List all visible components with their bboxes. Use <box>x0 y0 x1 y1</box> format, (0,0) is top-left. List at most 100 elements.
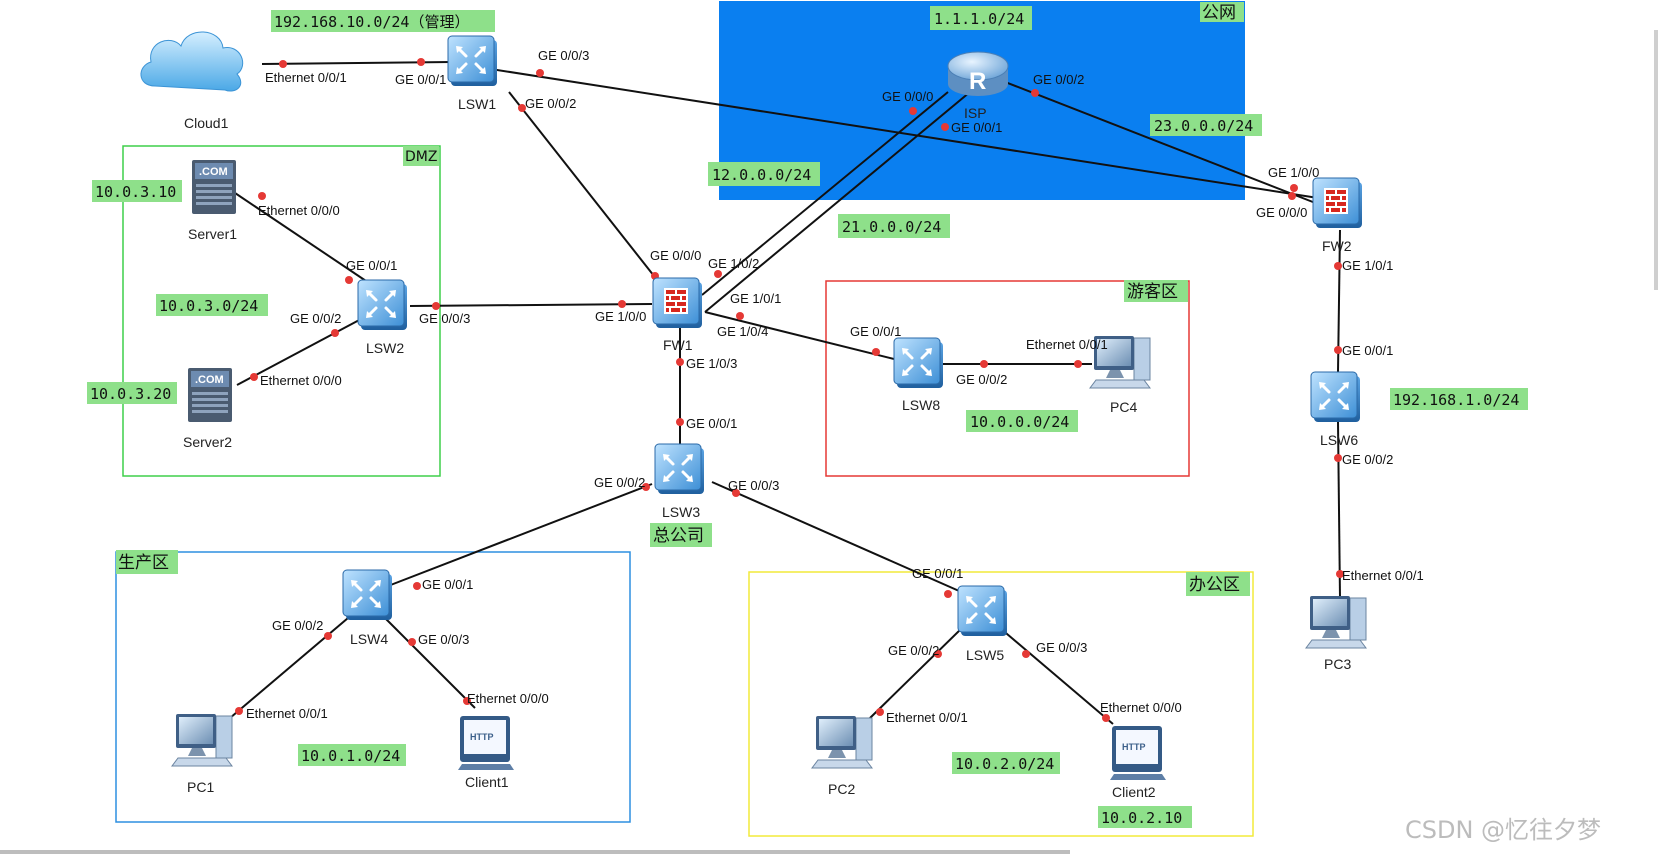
port-label: GE 0/0/1 <box>395 72 446 87</box>
office-zone-border <box>748 571 1254 837</box>
dmz-zone-border <box>122 145 441 477</box>
lsw1-switch-icon[interactable] <box>446 34 499 88</box>
cloud1-label: Cloud1 <box>184 115 229 131</box>
pc1-icon[interactable] <box>171 713 233 767</box>
isp-loopback-label: 1.1.1.0/24 <box>934 10 1024 28</box>
port-dots <box>235 58 1344 722</box>
port-label: GE 0/0/1 <box>1342 343 1393 358</box>
link-lsw5-pc2 <box>869 627 963 719</box>
lsw3-label: LSW3 <box>662 504 700 520</box>
port-label: GE 0/0/1 <box>422 577 473 592</box>
router-letter: R <box>969 68 986 95</box>
link-lsw3-lsw4 <box>387 483 653 587</box>
port-label: GE 0/0/1 <box>912 566 963 581</box>
isp-zone-label: 公网 <box>1202 3 1236 23</box>
lsw6-label: LSW6 <box>1320 432 1358 448</box>
link-isp-fw2 <box>999 79 1319 205</box>
port-label: GE 1/0/0 <box>595 309 646 324</box>
client1-icon[interactable]: HTTP <box>458 716 514 770</box>
lsw8-label: LSW8 <box>902 397 940 413</box>
port-label: GE 1/0/2 <box>708 256 759 271</box>
port-label: GE 0/0/0 <box>882 89 933 104</box>
server1-icon[interactable]: .COM <box>192 160 236 214</box>
port-label: GE 0/0/1 <box>346 258 397 273</box>
fw1-label: FW1 <box>663 337 693 353</box>
lsw3-switch-icon[interactable] <box>653 442 706 496</box>
office-subnet-label: 10.0.2.0/24 <box>955 755 1054 773</box>
port-label: GE 0/0/2 <box>888 643 939 658</box>
port-label: Ethernet 0/0/0 <box>467 691 549 706</box>
hq-label: 总公司 <box>653 526 704 546</box>
production-zone-border <box>115 551 631 823</box>
fw2-isp-subnet-label: 23.0.0.0/24 <box>1154 117 1253 135</box>
lsw4-switch-icon[interactable] <box>341 568 394 622</box>
link-lsw4-client1 <box>384 617 476 709</box>
lsw8-switch-icon[interactable] <box>892 336 945 390</box>
vertical-scrollbar[interactable] <box>1654 30 1658 290</box>
fw2-label: FW2 <box>1322 238 1352 254</box>
port-label: GE 0/0/3 <box>418 632 469 647</box>
client2-ip-label: 10.0.2.10 <box>1101 809 1182 827</box>
production-zone-label: 生产区 <box>118 553 169 573</box>
port-label: GE 0/0/3 <box>419 311 470 326</box>
port-label: GE 0/0/2 <box>290 311 341 326</box>
port-label: GE 0/0/2 <box>956 372 1007 387</box>
mgmt-subnet-label: 192.168.10.0/24（管理） <box>274 13 469 31</box>
port-label: GE 0/0/1 <box>686 416 737 431</box>
port-label: GE 0/0/1 <box>850 324 901 339</box>
pc2-label: PC2 <box>828 781 855 797</box>
lsw2-switch-icon[interactable] <box>356 278 409 332</box>
isp-label: ISP <box>964 105 987 121</box>
server2-icon-text: .COM <box>195 374 224 386</box>
server1-label: Server1 <box>188 226 237 242</box>
port-label: GE 0/0/0 <box>650 248 701 263</box>
server2-icon[interactable]: .COM <box>188 368 232 422</box>
link-lsw5-client2 <box>999 627 1114 725</box>
port-label: Ethernet 0/0/1 <box>246 706 328 721</box>
port-label: Ethernet 0/0/1 <box>1026 337 1108 352</box>
link-lsw3-lsw5 <box>711 481 976 599</box>
pc2-icon[interactable] <box>811 715 873 769</box>
port-label: Ethernet 0/0/0 <box>1100 700 1182 715</box>
client2-icon-text: HTTP <box>1122 742 1146 752</box>
lsw6-switch-icon[interactable] <box>1309 370 1362 424</box>
subnet-labels: 192.168.10.0/24（管理） 1.1.1.0/24 公网 23.0.0… <box>87 2 1528 828</box>
csdn-watermark: CSDN @忆往夕梦 <box>1405 816 1601 844</box>
port-label: GE 0/0/2 <box>525 96 576 111</box>
port-label: GE 0/0/2 <box>1342 452 1393 467</box>
dmz-subnet-label: 10.0.3.0/24 <box>159 297 258 315</box>
isp-router-icon[interactable]: R <box>947 51 1009 96</box>
link-fw1-lsw8 <box>704 311 899 361</box>
client1-label: Client1 <box>465 774 509 790</box>
horizontal-scrollbar[interactable] <box>0 850 1070 854</box>
lsw1-label: LSW1 <box>458 96 496 112</box>
fw1-isp-subnet-b-label: 21.0.0.0/24 <box>842 218 941 236</box>
port-label: GE 1/0/1 <box>1342 258 1393 273</box>
fw2-firewall-icon[interactable] <box>1312 177 1363 229</box>
port-label: GE 0/0/0 <box>1256 205 1307 220</box>
link-isp-fw1-b <box>704 91 971 313</box>
lsw2-label: LSW2 <box>366 340 404 356</box>
client2-label: Client2 <box>1112 784 1156 800</box>
port-label: GE 0/0/3 <box>728 478 779 493</box>
link-isp-fw1-a <box>701 91 949 296</box>
pc4-label: PC4 <box>1110 399 1137 415</box>
guest-zone-label: 游客区 <box>1127 282 1178 302</box>
cloud-icon[interactable] <box>140 31 244 92</box>
port-label: Ethernet 0/0/1 <box>265 70 347 85</box>
office-zone-label: 办公区 <box>1189 575 1240 595</box>
port-label: GE 1/0/3 <box>686 356 737 371</box>
lsw5-switch-icon[interactable] <box>956 584 1009 638</box>
port-label: GE 0/0/2 <box>594 475 645 490</box>
port-label: Ethernet 0/0/0 <box>260 373 342 388</box>
port-labels: Ethernet 0/0/1 GE 0/0/1 GE 0/0/3 GE 0/0/… <box>246 48 1424 725</box>
port-label: Ethernet 0/0/0 <box>258 203 340 218</box>
port-label: Ethernet 0/0/1 <box>1342 568 1424 583</box>
fw1-firewall-icon[interactable] <box>652 277 703 329</box>
pc3-icon[interactable] <box>1305 595 1367 649</box>
pc3-label: PC3 <box>1324 656 1351 672</box>
fw1-isp-subnet-a-label: 12.0.0.0/24 <box>712 166 811 184</box>
link-server2-lsw2 <box>236 317 364 386</box>
client2-icon[interactable]: HTTP <box>1110 726 1166 780</box>
